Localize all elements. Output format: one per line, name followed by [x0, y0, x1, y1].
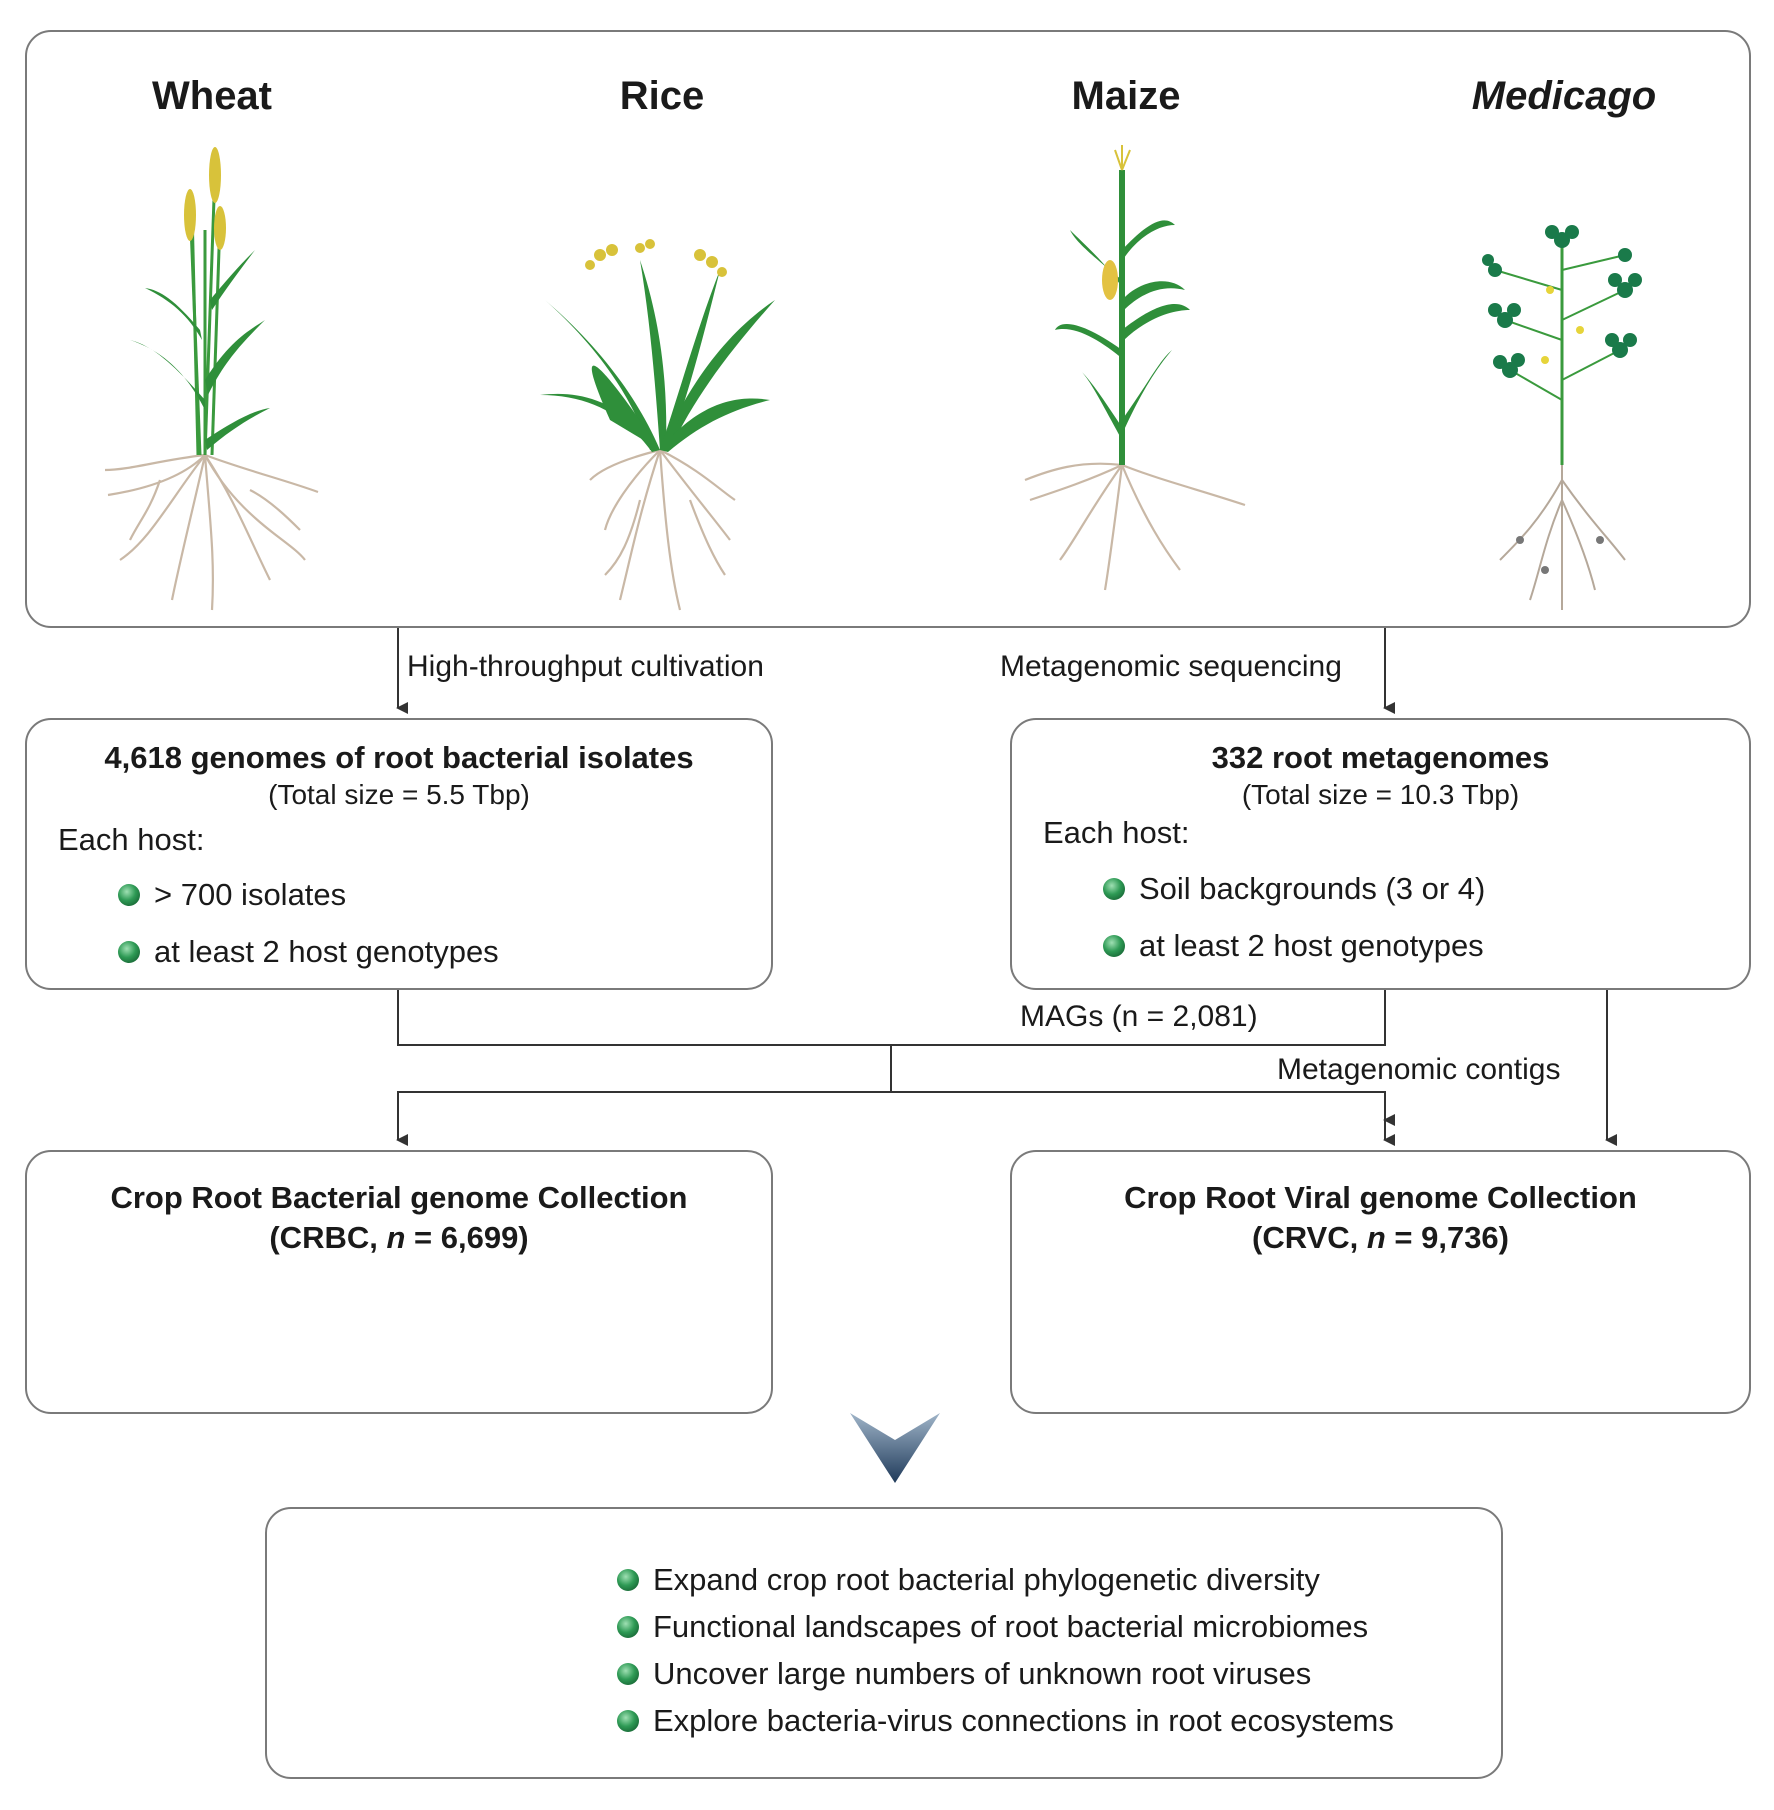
outcome-item-text: Uncover large numbers of unknown root vi… [653, 1656, 1312, 1691]
wheat-illustration [104, 147, 319, 611]
outcome-item: Explore bacteria-virus connections in ro… [617, 1703, 1394, 1739]
bullet-icon [1103, 935, 1125, 957]
metagenomes-box [1010, 718, 1751, 990]
bullet-icon [617, 1663, 639, 1685]
crbc-count-suffix: = 6,699) [405, 1220, 529, 1255]
outcome-item: Expand crop root bacterial phylogenetic … [617, 1562, 1320, 1598]
plants-panel [25, 30, 1751, 628]
bullet-icon [1103, 878, 1125, 900]
isolates-each-host: Each host: [58, 822, 205, 857]
crbc-box [25, 1150, 773, 1414]
rice-illustration [540, 239, 775, 611]
outcome-item-text: Functional landscapes of root bacterial … [653, 1609, 1369, 1644]
isolates-item-text: at least 2 host genotypes [154, 934, 499, 969]
label-high-throughput-cultivation: High-throughput cultivation [407, 650, 764, 683]
metagenomes-title: 332 root metagenomes [1211, 740, 1550, 775]
outcome-item-text: Expand crop root bacterial phylogenetic … [653, 1562, 1320, 1597]
outcome-item-text: Explore bacteria-virus connections in ro… [653, 1703, 1394, 1738]
isolates-title: 4,618 genomes of root bacterial isolates [104, 740, 694, 775]
down-chevron-icon [850, 1413, 940, 1483]
isolates-item: at least 2 host genotypes [118, 934, 499, 970]
crbc-title: Crop Root Bacterial genome Collection [110, 1180, 688, 1215]
bullet-icon [617, 1569, 639, 1591]
isolates-item-text: > 700 isolates [154, 877, 347, 912]
crbc-count-prefix: (CRBC, [269, 1220, 387, 1255]
label-metagenomic-sequencing: Metagenomic sequencing [1000, 650, 1342, 683]
metagenomes-item-text: Soil backgrounds (3 or 4) [1139, 871, 1486, 906]
crbc-count: (CRBC, n = 6,699) [25, 1220, 773, 1256]
plant-title-medicago: Medicago [1471, 74, 1657, 118]
bullet-icon [118, 941, 140, 963]
plant-title-wheat: Wheat [152, 74, 272, 118]
crvc-count-suffix: = 9,736) [1385, 1220, 1509, 1255]
metagenomes-each-host: Each host: [1043, 815, 1190, 850]
metagenomes-item-text: at least 2 host genotypes [1139, 928, 1484, 963]
metagenomes-subtitle: (Total size = 10.3 Tbp) [1241, 779, 1520, 810]
crvc-n-symbol: n [1366, 1220, 1386, 1255]
maize-illustration [1024, 145, 1246, 591]
outcome-item: Functional landscapes of root bacterial … [617, 1609, 1368, 1645]
isolates-item: > 700 isolates [118, 877, 346, 913]
crvc-box [1010, 1150, 1751, 1414]
metagenomes-item: Soil backgrounds (3 or 4) [1103, 871, 1485, 907]
medicago-illustration [1482, 225, 1642, 610]
outcome-item: Uncover large numbers of unknown root vi… [617, 1656, 1311, 1692]
bullet-icon [118, 884, 140, 906]
crbc-n-symbol: n [386, 1220, 406, 1255]
bullet-icon [617, 1710, 639, 1732]
isolates-subtitle: (Total size = 5.5 Tbp) [268, 779, 530, 810]
bullet-icon [617, 1616, 639, 1638]
plant-title-rice: Rice [619, 74, 705, 118]
label-mags: MAGs (n = 2,081) [1020, 1000, 1258, 1033]
crvc-title: Crop Root Viral genome Collection [1124, 1180, 1637, 1215]
metagenomes-item: at least 2 host genotypes [1103, 928, 1484, 964]
plant-title-maize: Maize [1071, 74, 1181, 118]
isolates-box [25, 718, 773, 990]
crvc-count: (CRVC, n = 9,736) [1010, 1220, 1751, 1256]
outcomes-box [265, 1507, 1503, 1779]
crvc-count-prefix: (CRVC, [1252, 1220, 1367, 1255]
label-metagenomic-contigs: Metagenomic contigs [1277, 1053, 1561, 1086]
